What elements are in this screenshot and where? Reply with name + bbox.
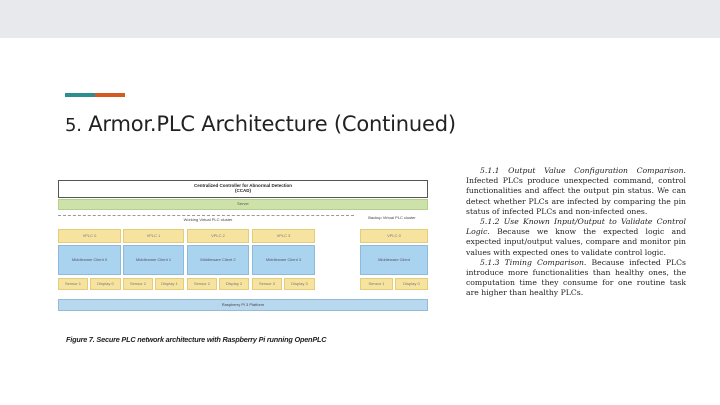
middleware-box: Middleware Client 1 — [123, 245, 184, 275]
backup-cluster-label: Backup Virtual PLC cluster — [368, 215, 416, 220]
architecture-figure: Centralized Controller for Abnormal Dete… — [58, 180, 430, 316]
working-cluster-label: Working Virtual PLC cluster — [183, 217, 233, 222]
io-box: Display 1 — [155, 278, 184, 290]
io-box: Display 2 — [219, 278, 249, 290]
vplc-box: VPLC 0 — [360, 229, 428, 243]
title-text: Armor.PLC Architecture (Continued) — [88, 112, 456, 136]
middleware-box: Middleware Client 0 — [58, 245, 121, 275]
middleware-box: Middleware Client 3 — [252, 245, 315, 275]
io-box: Sensor 2 — [123, 278, 153, 290]
middleware-box: Middleware Client 2 — [187, 245, 249, 275]
platform-box: Raspberry Pi 3 Platform — [58, 299, 428, 311]
ccad-box: Centralized Controller for Abnormal Dete… — [58, 180, 428, 198]
slide-title: 5. Armor.PLC Architecture (Continued) — [65, 112, 456, 136]
vplc-box: VPLC 0 — [58, 229, 121, 243]
middleware-box: Middleware Client — [360, 245, 428, 275]
text-512: Because we know the expected logic and e… — [466, 227, 686, 257]
server-box: Server — [58, 199, 428, 210]
cluster-divider — [58, 215, 354, 216]
heading-513: 5.1.3 Timing Comparison. — [480, 257, 587, 267]
io-box: Display 3 — [284, 278, 315, 290]
top-bar — [0, 0, 720, 38]
io-box: Display 0 — [395, 278, 428, 290]
vplc-box: VPLC 1 — [123, 229, 184, 243]
io-box: Display 0 — [90, 278, 121, 290]
io-box: Sensor 2 — [187, 278, 217, 290]
vplc-box: VPLC 3 — [252, 229, 315, 243]
io-box: Sensor 3 — [252, 278, 282, 290]
title-number: 5. — [65, 115, 82, 136]
accent-bar-teal — [65, 93, 95, 97]
paragraph-output-comparison: 5.1.1 Output Value Configuration Compari… — [466, 166, 686, 217]
heading-511: 5.1.1 Output Value Configuration Compari… — [480, 166, 686, 175]
ccad-line1: Centralized Controller for Abnormal Dete… — [193, 183, 293, 189]
paragraph-known-io: 5.1.2 Use Known Input/Output to Validate… — [466, 217, 686, 258]
vplc-box: VPLC 2 — [187, 229, 249, 243]
text-513: Because infected PLCs introduce more fun… — [466, 257, 687, 298]
heading-512: 5.1.2 Use Known Input/Output to Validate… — [466, 217, 686, 237]
body-text: 5.1.1 Output Value Configuration Compari… — [466, 166, 686, 299]
io-box: Sensor 1 — [58, 278, 88, 290]
ccad-line2: (CCAD) — [235, 188, 251, 193]
accent-bar-orange — [95, 93, 125, 97]
figure-caption: Figure 7. Secure PLC network architectur… — [66, 335, 327, 344]
text-511: Infected PLCs produce unexpected command… — [466, 176, 686, 216]
paragraph-timing: 5.1.3 Timing Comparison. Because infecte… — [466, 258, 686, 299]
io-box: Sensor 1 — [360, 278, 393, 290]
